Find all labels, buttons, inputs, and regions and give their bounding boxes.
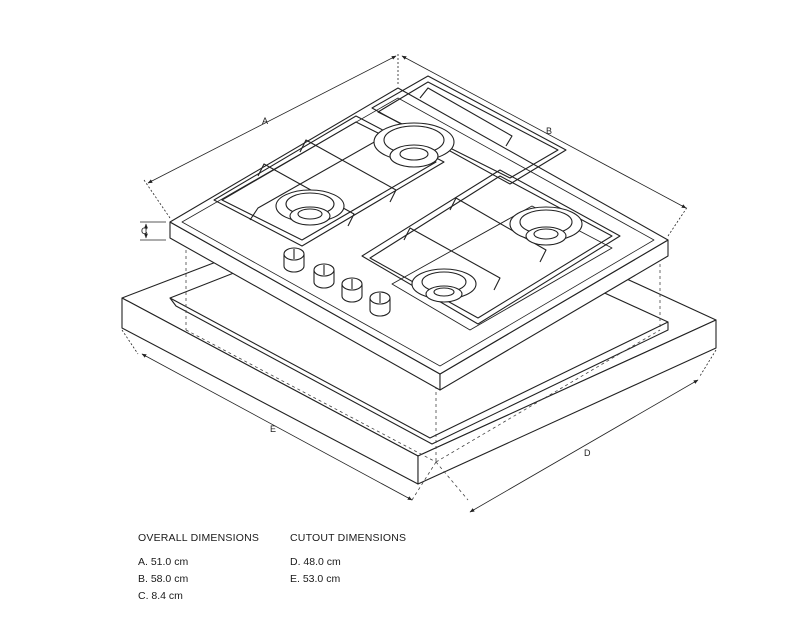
cutout-dimension-d: D. 48.0 cm xyxy=(290,556,341,568)
cutout-dimensions-legend: CUTOUT DIMENSIONS D. 48.0 cm E. 53.0 cm xyxy=(290,530,406,588)
knob-3-icon xyxy=(341,277,363,303)
overall-dimension-a: A. 51.0 cm xyxy=(138,556,189,568)
knob-1-icon xyxy=(283,247,305,273)
cooktop-dimension-drawing: A B C E D xyxy=(121,52,717,513)
knob-2-icon xyxy=(313,263,335,289)
dimension-label-a: A xyxy=(262,116,268,126)
knob-4-icon xyxy=(369,291,391,317)
burner-back-left xyxy=(275,189,345,226)
cutout-dimension-e: E. 53.0 cm xyxy=(290,573,341,585)
dimension-labels: A B C E D xyxy=(141,116,591,458)
overall-dimension-c: C. 8.4 cm xyxy=(138,590,183,602)
control-knobs xyxy=(283,247,391,317)
dimension-label-d: D xyxy=(584,448,591,458)
cutout-dimensions-heading: CUTOUT DIMENSIONS xyxy=(290,532,407,544)
dimension-label-b: B xyxy=(546,126,552,136)
dimension-label-e: E xyxy=(270,424,276,434)
overall-dimension-b: B. 58.0 cm xyxy=(138,573,189,585)
burner-front-left xyxy=(411,268,477,303)
dimension-lines xyxy=(121,52,717,513)
burner-front-right xyxy=(509,206,583,246)
overall-dimensions-legend: OVERALL DIMENSIONS A. 51.0 cm B. 58.0 cm… xyxy=(138,530,259,605)
dimension-label-c: C xyxy=(141,226,148,236)
overall-dimensions-heading: OVERALL DIMENSIONS xyxy=(138,532,260,544)
